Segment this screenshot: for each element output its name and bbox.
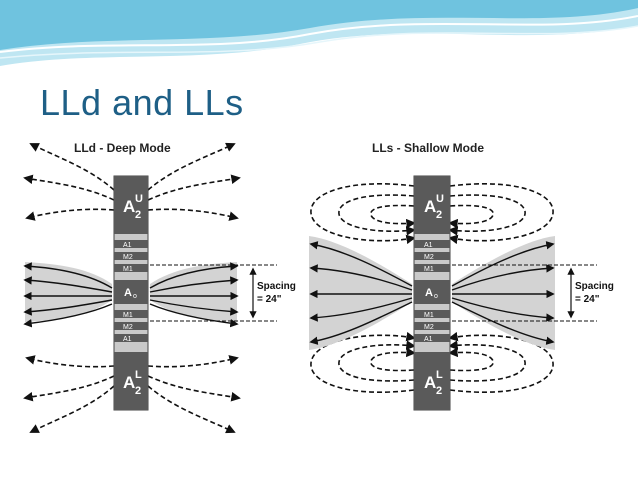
deep-small-label: A1 bbox=[123, 242, 132, 249]
shallow-mode-title: LLs - Shallow Mode bbox=[372, 141, 484, 155]
shallow-lower-sup-label: L bbox=[436, 369, 443, 381]
shallow-center-electrode bbox=[414, 280, 450, 304]
shallow-small-label: A1 bbox=[424, 242, 433, 249]
shallow-center-a-label: A bbox=[425, 287, 433, 299]
deep-lower-sup-label: L bbox=[135, 369, 142, 381]
deep-lower-a2-electrode bbox=[114, 352, 148, 410]
shallow-small-label: M2 bbox=[424, 254, 434, 261]
shallow-center-sub-label: o bbox=[434, 293, 438, 300]
deep-center-electrode bbox=[114, 280, 148, 304]
deep-small-label: M2 bbox=[123, 254, 133, 261]
deep-mode-panel: LLd - Deep Mode bbox=[23, 141, 296, 434]
deep-lower-sub-label: 2 bbox=[135, 385, 141, 397]
deep-spacing-value: = 24" bbox=[257, 294, 282, 305]
shallow-spacing-label: Spacing bbox=[575, 281, 614, 292]
shallow-lower-a-label: A bbox=[424, 373, 436, 392]
deep-upper-sub-label: 2 bbox=[135, 209, 141, 221]
header-wave-decoration bbox=[0, 0, 638, 66]
shallow-small-label: M2 bbox=[424, 324, 434, 331]
laterolog-diagram-svg: LLd - Deep Mode bbox=[23, 141, 614, 434]
shallow-upper-a2-electrode bbox=[414, 176, 450, 234]
deep-upper-a2-electrode bbox=[114, 176, 148, 234]
shallow-spacing-value: = 24" bbox=[575, 294, 600, 305]
laterolog-diagram: LLd - Deep Mode bbox=[19, 128, 619, 448]
deep-mode-title: LLd - Deep Mode bbox=[74, 141, 171, 155]
deep-upper-sup-label: U bbox=[135, 193, 143, 205]
deep-spacing-label: Spacing bbox=[257, 281, 296, 292]
deep-center-a-label: A bbox=[124, 287, 132, 299]
shallow-upper-a-label: A bbox=[424, 197, 436, 216]
slide-title: LLd and LLs bbox=[40, 82, 244, 123]
shallow-upper-sup-label: U bbox=[436, 193, 444, 205]
deep-small-label: A1 bbox=[123, 336, 132, 343]
shallow-lower-sub-label: 2 bbox=[436, 385, 442, 397]
shallow-small-label: M1 bbox=[424, 312, 434, 319]
shallow-small-label: A1 bbox=[424, 336, 433, 343]
deep-lower-a-label: A bbox=[123, 373, 135, 392]
deep-center-sub-label: o bbox=[133, 293, 137, 300]
shallow-mode-panel: LLs - Shallow Mode bbox=[309, 141, 614, 411]
shallow-upper-sub-label: 2 bbox=[436, 209, 442, 221]
deep-upper-a-label: A bbox=[123, 197, 135, 216]
shallow-small-label: M1 bbox=[424, 266, 434, 273]
deep-small-label: M1 bbox=[123, 266, 133, 273]
shallow-lower-a2-electrode bbox=[414, 352, 450, 410]
deep-small-label: M1 bbox=[123, 312, 133, 319]
deep-small-label: M2 bbox=[123, 324, 133, 331]
